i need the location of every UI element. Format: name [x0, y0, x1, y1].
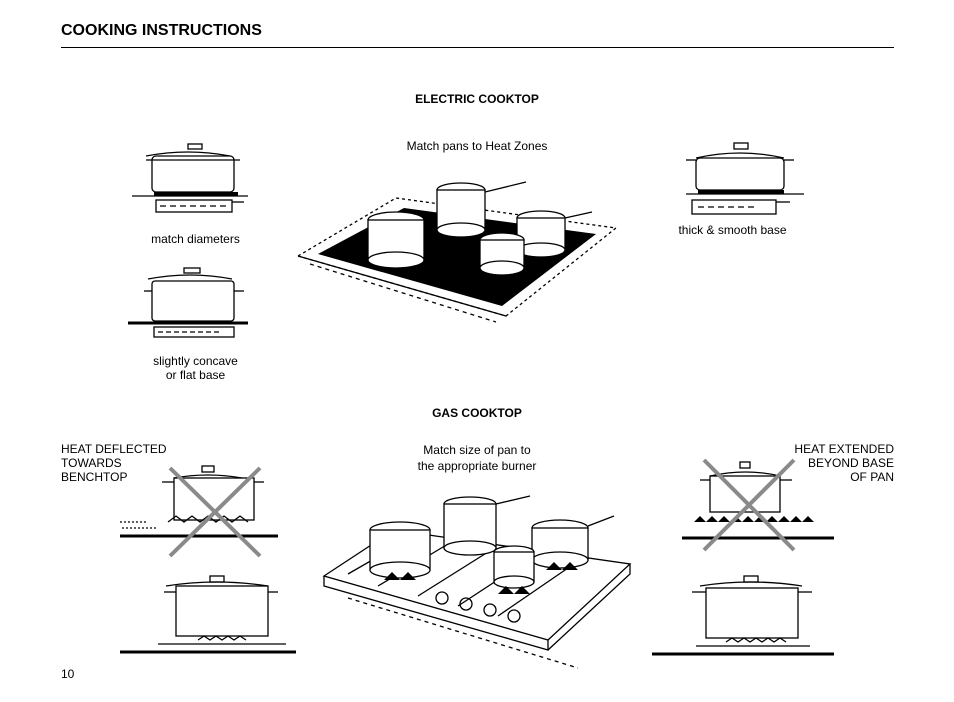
heat-deflected-line2: TOWARDS [61, 456, 122, 470]
pot-concave-base-illustration [128, 267, 248, 338]
heat-extended-line1: HEAT EXTENDED [794, 442, 894, 456]
pot-thick-smooth-base-illustration [686, 142, 804, 215]
caption-concave-line2: or flat base [165, 368, 226, 382]
electric-cooktop-illustration [296, 181, 618, 323]
page-title: COOKING INSTRUCTIONS [61, 22, 262, 39]
electric-cooktop-subtitle: Match pans to Heat Zones [406, 139, 548, 153]
gas-cooktop-subtitle-line1: Match size of pan to [423, 443, 531, 457]
heat-deflected-line1: HEAT DEFLECTED [61, 442, 167, 456]
page-number: 10 [61, 667, 75, 681]
gas-flame-beyond-pan-wrong-illustration [682, 458, 834, 552]
heat-extended-line2: BEYOND BASE [807, 456, 894, 470]
caption-thick-smooth-base: thick & smooth base [678, 223, 787, 237]
heat-extended-line3: OF PAN [850, 470, 894, 484]
caption-concave-line1: slightly concave [153, 354, 238, 368]
pot-match-diameters-illustration [132, 143, 248, 213]
header-rule [61, 47, 894, 48]
heat-deflected-line3: BENCHTOP [61, 470, 128, 484]
gas-cooktop-subtitle-line2: the appropriate burner [417, 459, 537, 473]
gas-small-pan-wrong-illustration [120, 465, 278, 558]
gas-cooktop-heading: GAS COOKTOP [432, 406, 522, 420]
electric-cooktop-heading: ELECTRIC COOKTOP [415, 92, 539, 106]
gas-correct-pan-left-illustration [120, 575, 296, 654]
gas-correct-pan-right-illustration [652, 575, 834, 656]
caption-match-diameters: match diameters [151, 232, 240, 246]
gas-cooktop-illustration [322, 495, 632, 669]
